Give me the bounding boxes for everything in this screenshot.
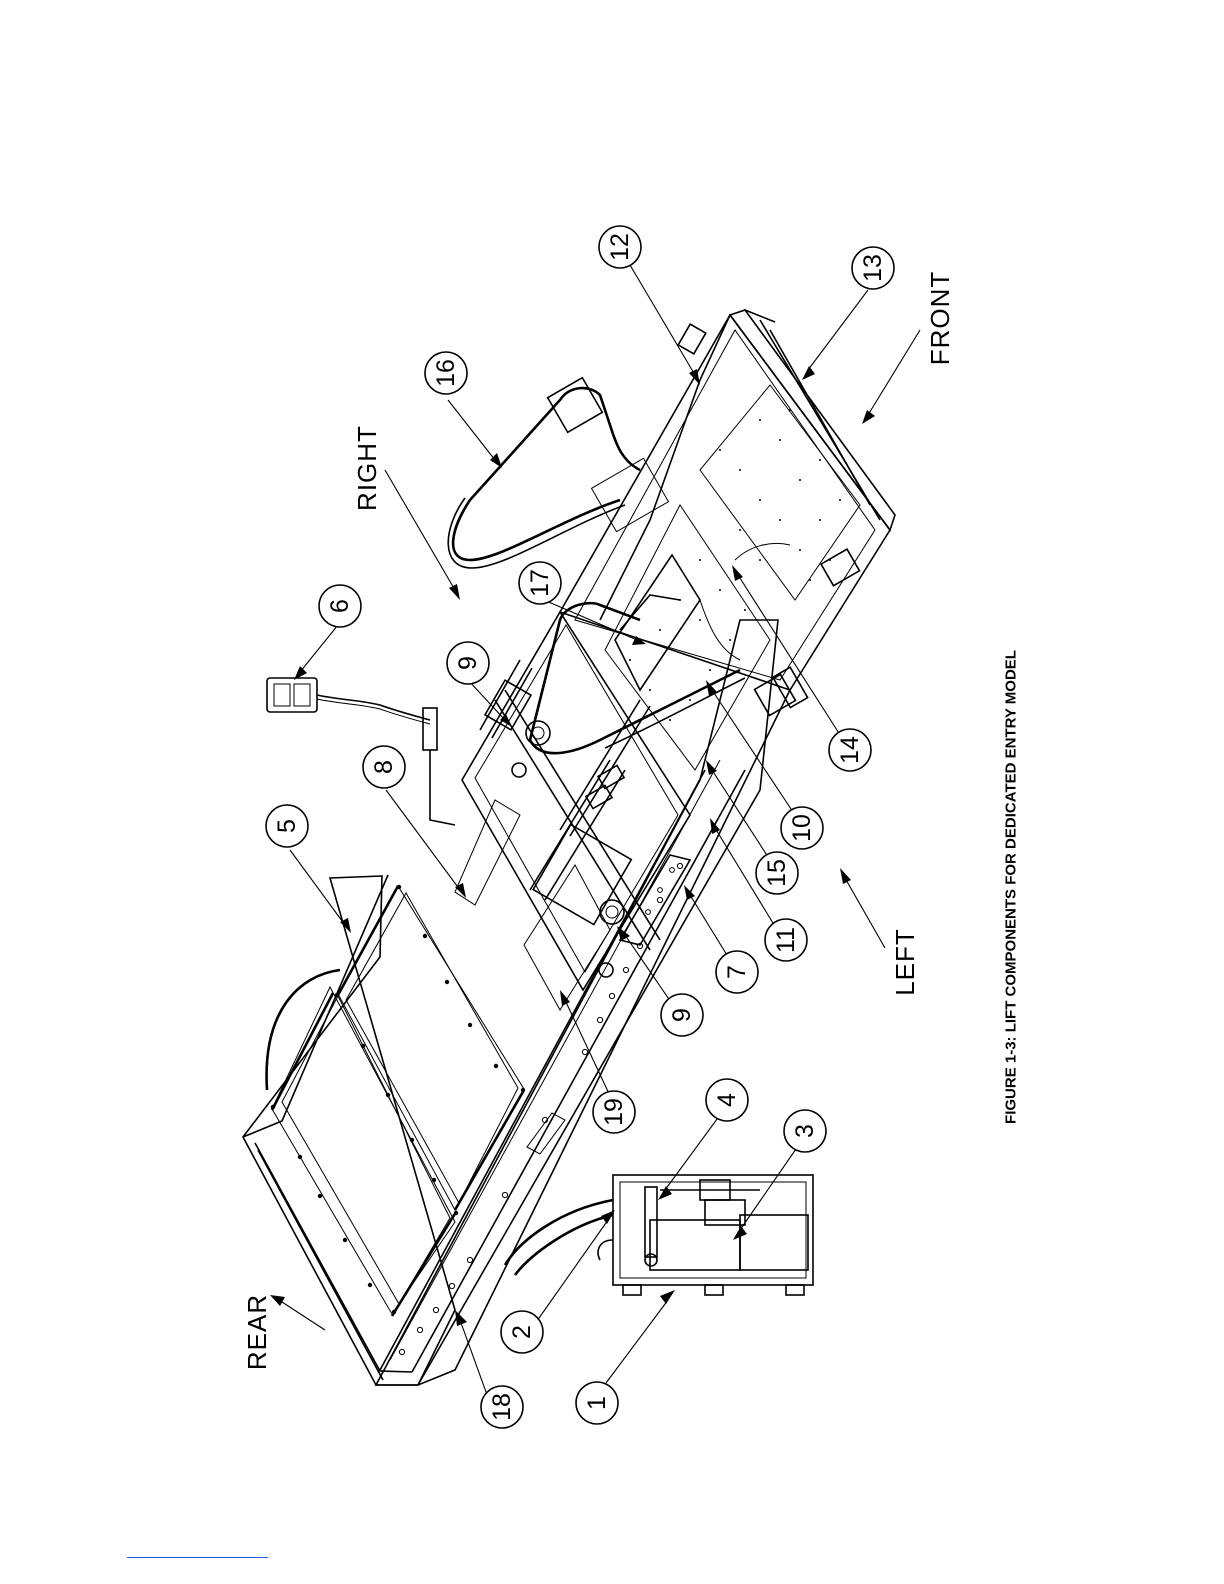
callout-6: 6 xyxy=(319,585,361,627)
label-front: FRONT xyxy=(925,271,955,366)
callout-17: 17 xyxy=(519,562,561,604)
callout-8: 8 xyxy=(363,746,405,788)
callout-12: 12 xyxy=(599,226,641,268)
svg-text:8: 8 xyxy=(370,760,398,774)
svg-text:7: 7 xyxy=(723,965,751,979)
callout-19: 19 xyxy=(593,1091,635,1133)
svg-text:1: 1 xyxy=(583,1396,611,1410)
rail-holes xyxy=(399,863,682,1354)
callout-5: 5 xyxy=(266,805,308,847)
plate-texture xyxy=(629,409,841,721)
callout-16: 16 xyxy=(425,352,467,394)
svg-text:16: 16 xyxy=(432,359,460,387)
svg-text:10: 10 xyxy=(788,814,816,842)
callout-13: 13 xyxy=(852,247,894,289)
callout-2: 2 xyxy=(501,1311,543,1353)
svg-text:2: 2 xyxy=(508,1325,536,1339)
svg-text:15: 15 xyxy=(763,859,791,887)
handrails xyxy=(448,378,745,754)
callout-9-lower: 9 xyxy=(661,994,703,1036)
svg-text:3: 3 xyxy=(791,1124,819,1138)
direction-labels: REAR FRONT RIGHT LEFT xyxy=(242,271,955,1370)
svg-text:6: 6 xyxy=(326,599,354,613)
svg-text:18: 18 xyxy=(488,1393,516,1421)
callout-bubbles: 18 1 2 3 4 19 xyxy=(266,226,894,1428)
callout-3: 3 xyxy=(784,1110,826,1152)
rear-platform xyxy=(243,875,525,1385)
pump-box xyxy=(505,1175,813,1295)
callout-14: 14 xyxy=(829,729,871,771)
rear-platform-bolts xyxy=(271,885,525,1314)
svg-text:14: 14 xyxy=(836,736,864,764)
svg-text:13: 13 xyxy=(859,254,887,282)
svg-text:12: 12 xyxy=(606,233,634,261)
callout-18: 18 xyxy=(481,1386,523,1428)
svg-text:9: 9 xyxy=(668,1008,696,1022)
svg-text:17: 17 xyxy=(526,569,554,597)
lift-mechanism xyxy=(455,612,690,1010)
figure-caption: FIGURE 1-3: LIFT COMPONENTS FOR DEDICATE… xyxy=(1003,650,1020,1124)
label-right: RIGHT xyxy=(352,425,382,511)
svg-text:4: 4 xyxy=(713,1093,741,1107)
svg-text:5: 5 xyxy=(273,819,301,833)
callout-9-upper: 9 xyxy=(447,642,489,684)
callout-4: 4 xyxy=(706,1079,748,1121)
svg-text:19: 19 xyxy=(600,1098,628,1126)
callout-7: 7 xyxy=(716,951,758,993)
svg-text:11: 11 xyxy=(772,927,800,953)
pendant-control xyxy=(267,678,455,825)
callout-1: 1 xyxy=(576,1382,618,1424)
callout-15: 15 xyxy=(756,852,798,894)
label-left: LEFT xyxy=(890,928,920,996)
label-rear: REAR xyxy=(242,1294,272,1370)
svg-text:9: 9 xyxy=(454,656,482,670)
callout-10: 10 xyxy=(781,807,823,849)
callout-11: 11 xyxy=(765,919,807,961)
footnote-rule xyxy=(127,1557,268,1558)
